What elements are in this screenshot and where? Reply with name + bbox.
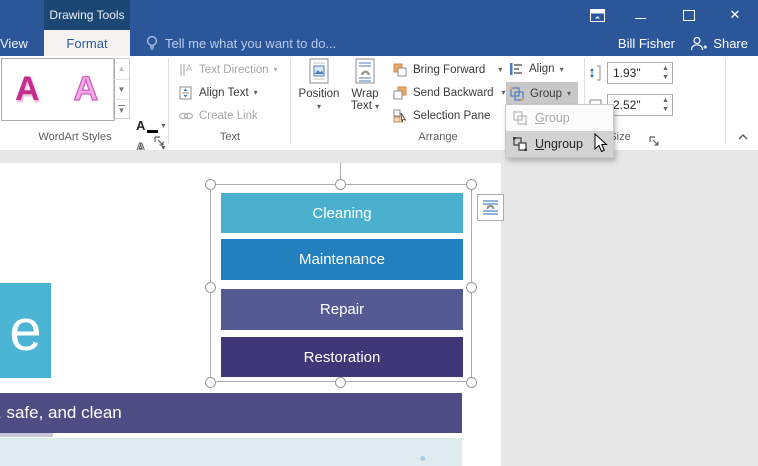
dialog-launcher-icon	[153, 135, 165, 147]
contextual-tab-group-label: Drawing Tools	[44, 0, 130, 30]
height-spin-down-icon[interactable]: ▼	[662, 73, 669, 82]
send-backward-icon	[392, 85, 408, 101]
position-button[interactable]: Position ▾	[298, 58, 340, 126]
group-button[interactable]: Group ▾	[506, 82, 578, 105]
tell-me-placeholder: Tell me what you want to do...	[165, 36, 336, 51]
table-fragment[interactable]	[0, 438, 462, 466]
bring-forward-icon	[392, 62, 408, 78]
shape-restoration[interactable]: Restoration	[221, 337, 463, 377]
ribbon-display-options-icon	[590, 9, 605, 22]
selection-handle-bottom-left[interactable]	[205, 377, 216, 388]
group-label-wordart: WordArt Styles	[0, 131, 150, 147]
collapse-ribbon-icon	[736, 131, 750, 143]
selection-handle-bottom-center[interactable]	[335, 377, 346, 388]
shape-height-icon	[588, 64, 604, 82]
group-text: A Text Direction ▾ Align Text ▾ Create L…	[170, 56, 290, 150]
share-person-icon	[690, 36, 707, 51]
shape-width-field[interactable]: ▲ ▼	[607, 94, 673, 116]
maximize-button[interactable]	[672, 0, 706, 30]
minimize-button[interactable]	[623, 0, 657, 30]
align-icon	[508, 61, 524, 77]
tell-me-box[interactable]: Tell me what you want to do...	[146, 30, 336, 56]
lightbulb-icon	[146, 35, 158, 51]
shape-height-field[interactable]: ▲ ▼	[607, 62, 673, 84]
selection-handle-mid-left[interactable]	[205, 282, 216, 293]
wordart-style-2[interactable]: A	[74, 70, 99, 109]
gallery-scroll-up-icon[interactable]: ▲	[114, 59, 129, 80]
bring-forward-button[interactable]: Bring Forward ▾	[392, 60, 514, 79]
maximize-icon	[683, 10, 695, 21]
send-backward-button[interactable]: Send Backward ▾	[392, 83, 514, 102]
shape-height-input[interactable]	[608, 65, 659, 81]
gallery-more-icon[interactable]: ▼	[114, 100, 129, 120]
group-icon	[509, 86, 525, 102]
align-button[interactable]: Align ▾	[508, 59, 572, 79]
close-button[interactable]: ✕	[718, 0, 752, 30]
ribbon-divider	[168, 58, 169, 144]
width-spin-down-icon[interactable]: ▼	[662, 105, 669, 114]
group-label-text: Text	[170, 131, 290, 147]
close-icon: ✕	[730, 7, 741, 23]
ungroup-menu-icon	[512, 136, 528, 152]
share-button[interactable]: Share	[690, 30, 748, 56]
text-direction-icon: A	[178, 62, 194, 78]
shape-maintenance[interactable]: Maintenance	[221, 239, 463, 280]
align-text-icon	[178, 85, 194, 101]
wordart-style-1[interactable]: A	[15, 70, 40, 109]
layout-options-button[interactable]	[477, 194, 504, 221]
gallery-scroll-down-icon[interactable]: ▼	[114, 80, 129, 101]
group-menu-icon	[512, 110, 528, 126]
ribbon-divider	[725, 58, 726, 144]
selection-pane-button[interactable]: Selection Pane	[392, 106, 514, 125]
selection-handle-bottom-right[interactable]	[466, 377, 477, 388]
wordart-text-fragment[interactable]: e	[0, 283, 51, 378]
tab-view[interactable]: View	[0, 30, 42, 56]
dialog-launcher-icon	[648, 135, 660, 147]
selection-handle-top-right[interactable]	[466, 179, 477, 190]
decorative-dot	[420, 456, 425, 461]
selection-pane-icon	[392, 108, 408, 124]
position-icon	[307, 58, 331, 84]
menu-item-group: Group	[506, 105, 613, 131]
shape-cleaning[interactable]: Cleaning	[221, 193, 463, 233]
group-wordart-styles: A A ▲ ▼ ▼ A ▾ A ▾ A ▾ WordArt Styles	[0, 56, 168, 150]
banner-shape[interactable]: , safe, and clean	[0, 393, 462, 433]
user-name[interactable]: Bill Fisher	[618, 30, 675, 56]
shape-width-input[interactable]	[608, 97, 659, 113]
svg-text:A: A	[186, 63, 192, 73]
wordart-gallery[interactable]: A A	[1, 58, 115, 121]
create-link-button[interactable]: Create Link	[178, 106, 286, 125]
mouse-cursor	[594, 133, 609, 154]
selection-handle-mid-right[interactable]	[466, 282, 477, 293]
tab-format[interactable]: Format	[44, 30, 130, 56]
layout-options-icon	[481, 198, 500, 217]
selection-handle-top-center[interactable]	[335, 179, 346, 190]
width-spin-up-icon[interactable]: ▲	[662, 96, 669, 105]
ribbon-display-options-button[interactable]	[580, 0, 614, 30]
text-direction-button[interactable]: A Text Direction ▾	[178, 60, 286, 79]
wordart-gallery-scrollbar[interactable]: ▲ ▼ ▼	[113, 58, 130, 119]
collapse-ribbon-button[interactable]	[736, 130, 750, 148]
selection-handle-top-left[interactable]	[205, 179, 216, 190]
height-spin-up-icon[interactable]: ▲	[662, 64, 669, 73]
shape-height-row: ▲ ▼	[588, 62, 673, 84]
banner-edge-fragment	[0, 433, 53, 437]
wrap-text-icon	[353, 58, 377, 84]
wrap-text-button[interactable]: Wrap Text ▾	[344, 58, 386, 126]
ribbon-divider	[290, 58, 291, 144]
shape-repair[interactable]: Repair	[221, 289, 463, 330]
minimize-icon	[635, 18, 646, 19]
align-text-button[interactable]: Align Text ▾	[178, 83, 286, 102]
create-link-icon	[178, 108, 194, 124]
